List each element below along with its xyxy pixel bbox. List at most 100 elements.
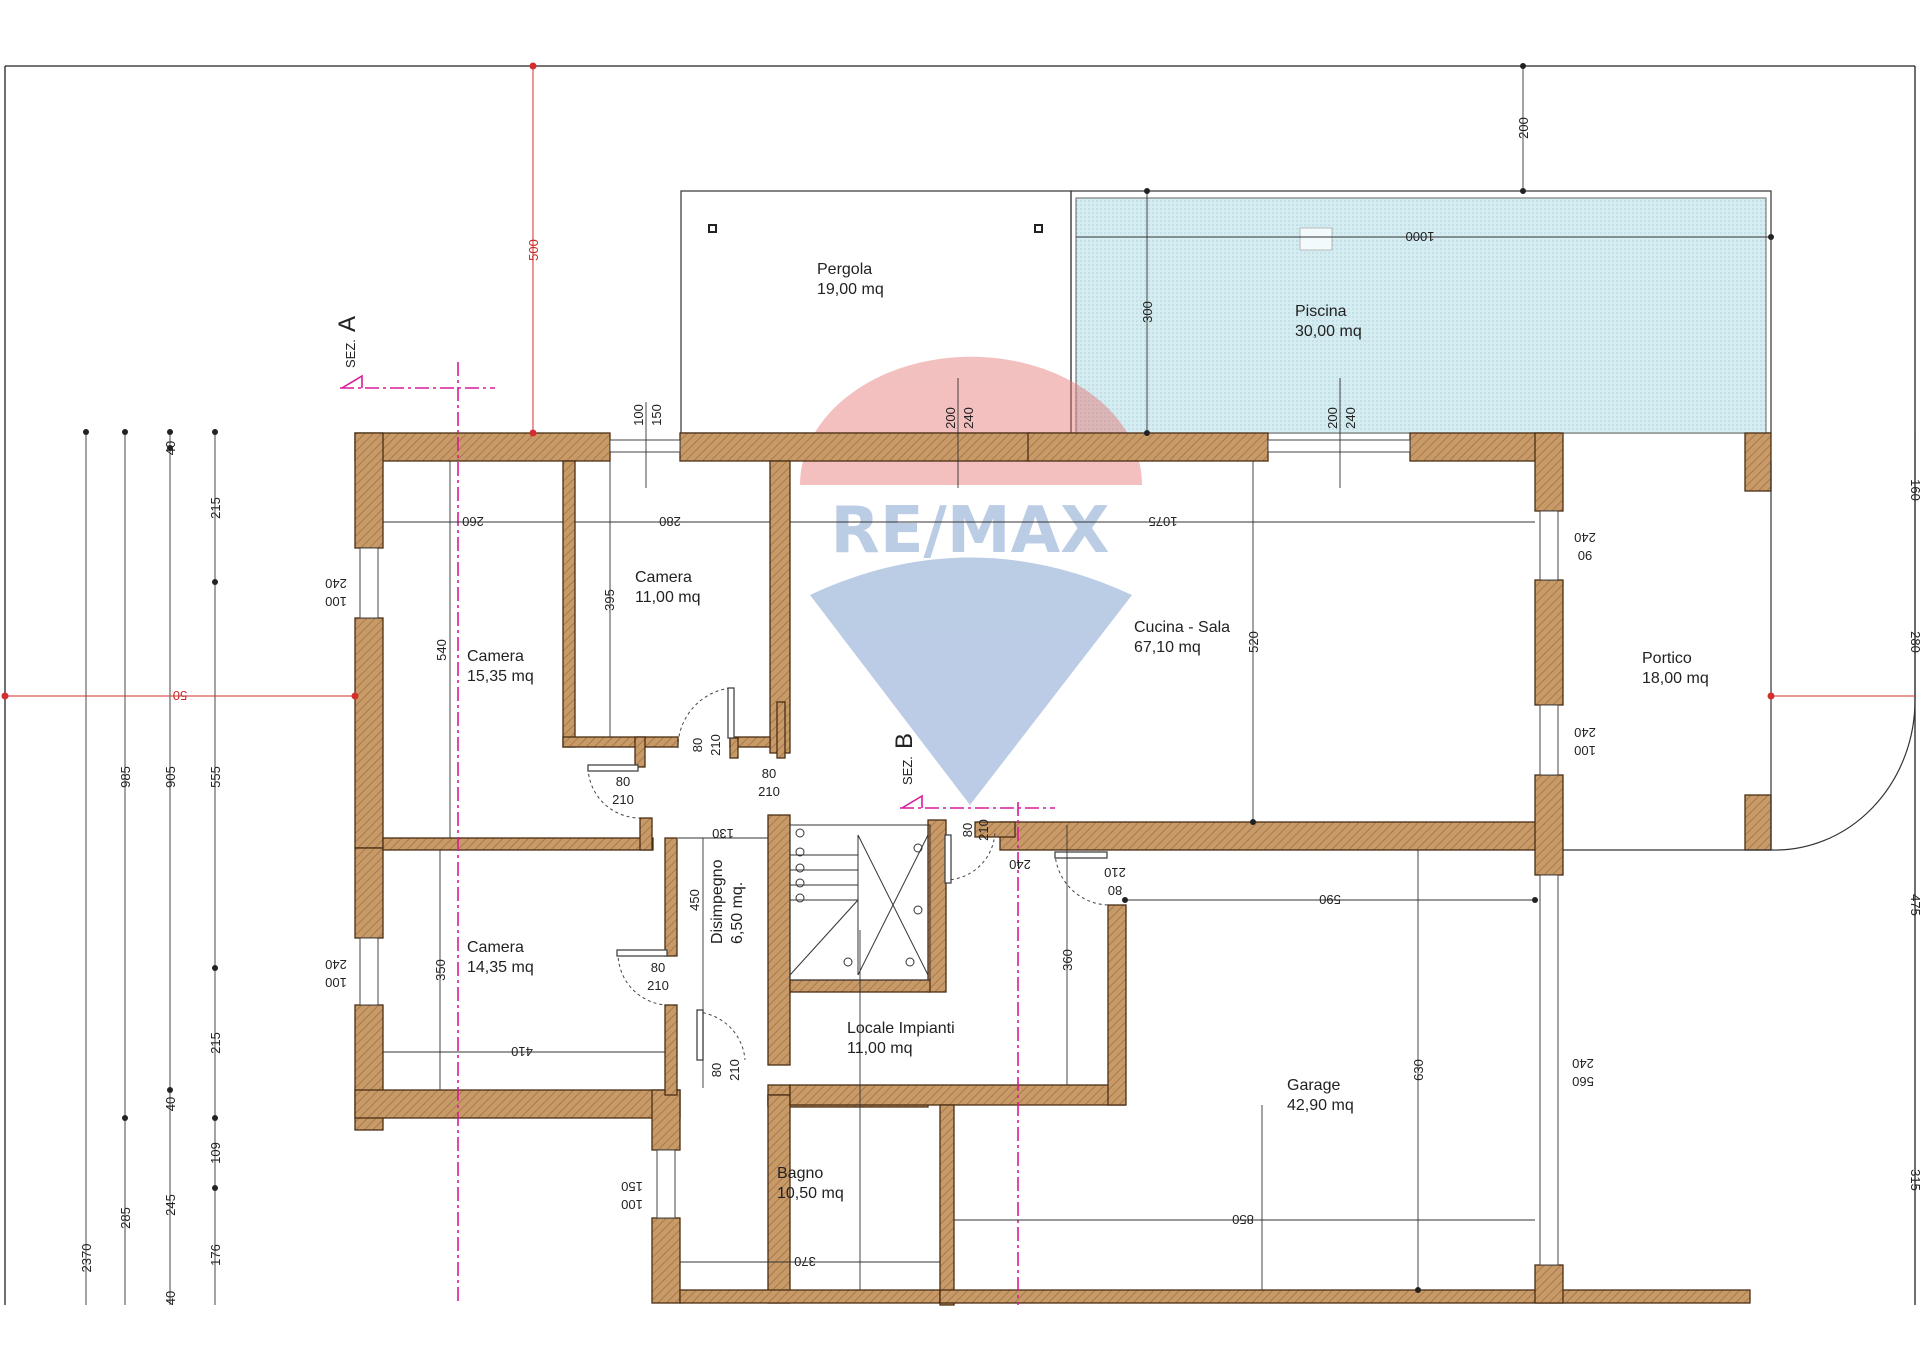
room-area: 11,00 mq [635, 589, 701, 606]
dim-label: 210 [612, 792, 634, 807]
room-name: Camera [467, 648, 524, 665]
dim-label: 520 [1246, 631, 1261, 653]
dim-label: 200 [1516, 117, 1531, 139]
dim-label: 215 [208, 497, 223, 519]
dim-label: 260 [462, 514, 484, 529]
dimension-lines [85, 66, 1771, 1305]
room-area: 42,90 mq [1287, 1097, 1354, 1114]
dim-label: 80 [762, 766, 776, 781]
dim-label: 560 [1572, 1074, 1594, 1089]
room-labels: Pergola 19,00 mq Piscina 30,00 mq Camera… [467, 261, 1709, 1202]
dim-label: 150 [649, 404, 664, 426]
dim-label: 315 [1908, 1169, 1920, 1191]
dim-label: 280 [659, 514, 681, 529]
room-area: 10,50 mq [777, 1185, 844, 1202]
dim-label: 130 [712, 826, 734, 841]
dim-label: 40 [163, 1097, 178, 1111]
dim-label: 210 [976, 819, 991, 841]
dim-label: 985 [118, 766, 133, 788]
dim-label: 210 [708, 734, 723, 756]
room-name: Pergola [817, 261, 872, 278]
dim-label: 200 [943, 407, 958, 429]
dim-label: 1075 [1149, 514, 1178, 529]
dim-label: 100 [325, 594, 347, 609]
dim-label: 410 [511, 1044, 533, 1059]
dim-label: 40 [163, 1291, 178, 1305]
dim-label: 150 [621, 1179, 643, 1194]
dim-label: 40 [163, 441, 178, 455]
section-lines [340, 362, 1055, 1305]
dim-label: 395 [602, 589, 617, 611]
pergola-post [708, 224, 717, 233]
room-name: Disimpegno [709, 859, 726, 944]
dim-label: 555 [208, 766, 223, 788]
dim-label: 80 [616, 774, 630, 789]
dim-label: 2370 [79, 1244, 94, 1273]
dim-label: 1000 [1406, 229, 1435, 244]
dim-label: 80 [960, 823, 975, 837]
dim-label: 109 [208, 1142, 223, 1164]
section-a-prefix: SEZ. [343, 339, 358, 368]
room-area: 14,35 mq [467, 959, 534, 976]
dim-label: 850 [1232, 1212, 1254, 1227]
dim-label: 80 [709, 1063, 724, 1077]
dim-label: 100 [325, 975, 347, 990]
section-a-marker: SEZ. A [334, 316, 361, 368]
dim-label: 630 [1411, 1059, 1426, 1081]
dim-label: 590 [1319, 892, 1341, 907]
section-b-prefix: SEZ. [900, 756, 915, 785]
dim-label: 200 [1325, 407, 1340, 429]
room-area: 30,00 mq [1295, 323, 1362, 340]
section-b-marker: SEZ. B [891, 733, 918, 785]
dim-label: 210 [758, 784, 780, 799]
dim-label: 240 [325, 576, 347, 591]
dim-label: 370 [794, 1254, 816, 1269]
room-area: 11,00 mq [847, 1040, 913, 1057]
section-arrows [341, 374, 923, 809]
room-area: 67,10 mq [1134, 639, 1201, 656]
dim-label: 240 [1009, 857, 1031, 872]
dimension-dots [83, 63, 1774, 1293]
dim-label: 450 [687, 889, 702, 911]
dim-label: 240 [1343, 407, 1358, 429]
room-name: Portico [1642, 650, 1692, 667]
room-area: 6,50 mq. [729, 882, 746, 944]
dim-label: 240 [1574, 530, 1596, 545]
dim-label: 240 [325, 957, 347, 972]
door-leaves [587, 687, 1108, 1061]
dim-label: 90 [1578, 548, 1592, 563]
pool-steps [1299, 227, 1333, 251]
dim-label: 360 [1060, 949, 1075, 971]
dim-label: 210 [727, 1059, 742, 1081]
dim-label: 350 [433, 959, 448, 981]
section-b-letter: B [891, 733, 918, 749]
dim-label: 300 [1140, 301, 1155, 323]
section-a-letter: A [334, 316, 361, 332]
dimension-texts-vertical: 500 200 300 100 150 200 240 200 240 540 … [79, 117, 1920, 1305]
dim-label: 540 [434, 639, 449, 661]
dim-label: 215 [208, 1032, 223, 1054]
dim-label: 285 [118, 1207, 133, 1229]
room-name: Garage [1287, 1077, 1340, 1094]
dim-label: 240 [1574, 725, 1596, 740]
dim-label-red: 50 [173, 688, 187, 703]
red-dimensions [1, 62, 1915, 700]
dim-label: 210 [1104, 865, 1126, 880]
room-name: Camera [467, 939, 524, 956]
dim-label: 905 [163, 766, 178, 788]
dim-label: 210 [647, 978, 669, 993]
room-name: Cucina - Sala [1134, 619, 1230, 636]
dimension-texts: 1000 260 280 1075 240 100 240 90 240 100… [173, 229, 1596, 1269]
room-name: Locale Impianti [847, 1020, 955, 1037]
dim-label: 240 [961, 407, 976, 429]
room-area: 18,00 mq [1642, 670, 1709, 687]
dim-label: 100 [621, 1197, 643, 1212]
windows [359, 439, 1559, 1266]
door-swings [587, 687, 1109, 1061]
room-name: Camera [635, 569, 692, 586]
watermark-text: RE/MAX [831, 494, 1110, 568]
dim-label: 475 [1908, 894, 1920, 916]
dim-label: 80 [651, 960, 665, 975]
dim-label: 280 [1908, 631, 1920, 653]
